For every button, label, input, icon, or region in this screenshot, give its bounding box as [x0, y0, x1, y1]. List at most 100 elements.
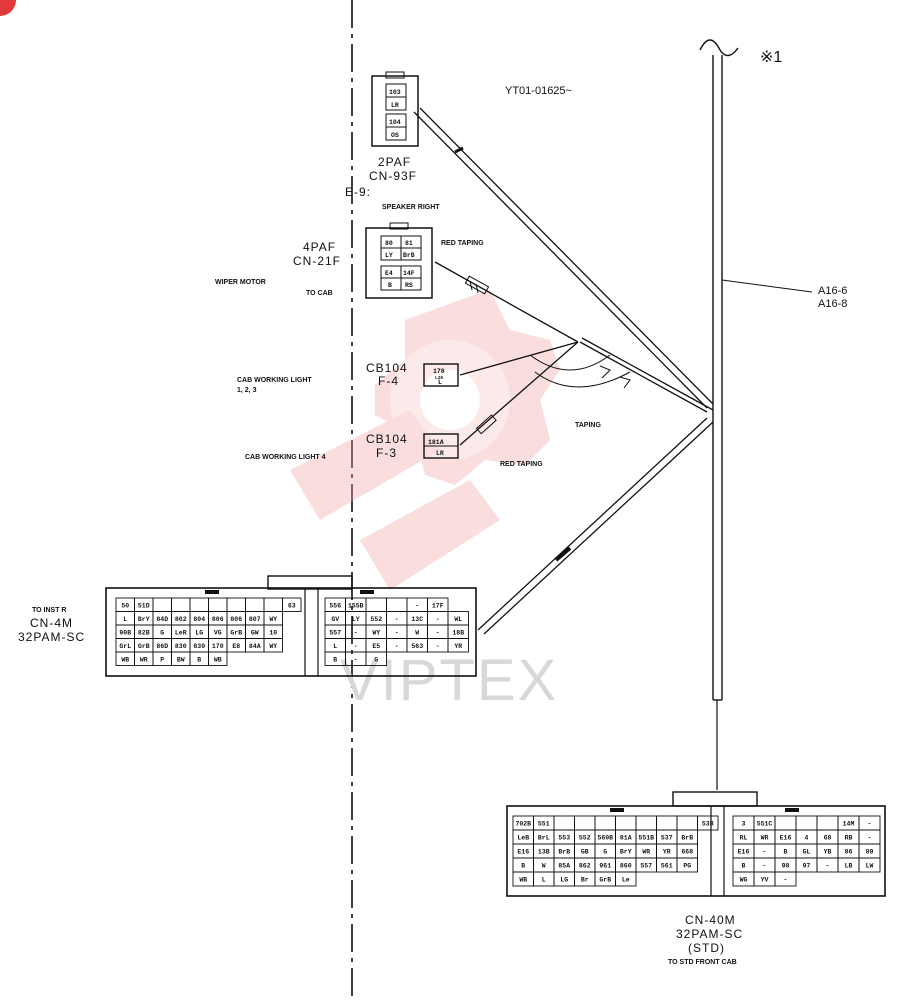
connector-cell-label: 97 [803, 863, 811, 870]
connector-cell [171, 597, 191, 612]
connector-cell-label: 63 [288, 602, 296, 609]
connector-cell-label: RB [845, 835, 853, 842]
connector-cell-label: LY [352, 616, 360, 623]
connector-cell-label: GrB [230, 629, 242, 636]
connector-cell-label: - [395, 629, 399, 636]
connector-cell-label: 702B [515, 821, 531, 828]
connector-cell [615, 871, 637, 887]
connector-cell [615, 815, 637, 831]
connector-cell-label: W [542, 863, 546, 870]
cn21f-cell: 80 [385, 240, 393, 247]
taping-arcs [529, 354, 631, 389]
connector-cell-label: WR [140, 656, 148, 663]
connector-cell-label: 84A [249, 643, 261, 650]
connector-cell-label: G [603, 849, 607, 856]
connector-cell-label: B [333, 656, 337, 663]
connector-cell [226, 597, 246, 612]
connector-cell [574, 815, 596, 831]
cb104-f4-cell: L20 [435, 375, 443, 381]
cb104-f4-name: CB104 [366, 361, 408, 375]
connector-cell-label: YB [824, 849, 832, 856]
connector-cell [152, 597, 172, 612]
connector-cell-label: YV [761, 877, 769, 884]
cb104-f4-cell: L [438, 379, 442, 386]
connector-cell-label: YR [454, 643, 462, 650]
connector-cell-label: E8 [232, 643, 240, 650]
connector-cell-label: 10 [269, 629, 277, 636]
connector-cell-label: - [784, 877, 788, 884]
connector-cell-label: - [763, 849, 767, 856]
connector-cell-label: LeR [175, 629, 187, 636]
connector-cell-label: - [868, 821, 872, 828]
cb104-f4-cell: 178 [433, 368, 445, 375]
connector-cell-label: 830 [193, 643, 205, 650]
connector-cell-label: - [868, 835, 872, 842]
connector-cell-label: GrL [119, 643, 131, 650]
connector-cell-label: 862 [579, 863, 591, 870]
note-mark: ※1 [760, 49, 782, 66]
connector-cell-label: 961 [599, 863, 611, 870]
cn40m-variant: (STD) [688, 941, 725, 955]
cb104-f4-desc2: 1, 2, 3 [237, 387, 257, 394]
connector-cell-label: 50 [121, 602, 129, 609]
connector-cell-label: WL [454, 616, 462, 623]
connector-cell-label: B [784, 849, 788, 856]
connector-cell-label: 551 [538, 821, 550, 828]
connector-cell-label: L [123, 616, 127, 623]
connector-cell-label: LB [845, 863, 853, 870]
connector-cell-label: 14M [843, 821, 855, 828]
cn40m-desc: TO STD FRONT CAB [668, 959, 737, 966]
connector-cell [594, 815, 616, 831]
connector-cell-label: 804 [193, 616, 205, 623]
connector-cell-label: B [742, 863, 746, 870]
connector-cell [263, 597, 283, 612]
connector-cell-label: W [415, 629, 419, 636]
connector-cell-label: Le [622, 877, 630, 884]
connector-cell [386, 597, 408, 612]
cn21f-cell: RS [405, 282, 413, 289]
watermark-text: VIPTEX [340, 648, 558, 713]
connector-cell-label: 552 [579, 835, 591, 842]
cn21f-name: CN-21F [293, 254, 341, 268]
connector-cell-label: 86 [845, 849, 853, 856]
connector-cell-label: 68 [824, 835, 832, 842]
cn21f-desc2: TO CAB [306, 290, 333, 297]
connector-cell-label: 82B [138, 629, 150, 636]
connector-cell [553, 815, 575, 831]
connector-cell-label: B [521, 863, 525, 870]
cn93f-type: 2PAF [378, 155, 411, 169]
connector-cell-label: BrB [558, 849, 570, 856]
connector-cell-label: WY [269, 616, 277, 623]
connector-cell-label: BrY [620, 849, 632, 856]
connector-cell-label: 802 [175, 616, 187, 623]
connector-cell [208, 597, 228, 612]
cn93f-cell: OS [391, 132, 399, 139]
connector-cell-label: E16 [517, 849, 529, 856]
connector-cell [189, 597, 209, 612]
connector-cell-label: 51D [138, 602, 150, 609]
connector-cell-label: WY [269, 643, 277, 650]
cb104-f3-fuse: F-3 [376, 446, 397, 460]
connector-cell [282, 597, 302, 612]
connector-cell [676, 857, 698, 873]
connector-cell-label: 3 [742, 821, 746, 828]
connector-cell-label: - [436, 629, 440, 636]
leader-a16 [721, 279, 813, 293]
connector-cell-label: - [395, 616, 399, 623]
connector-cell-label: 561 [661, 863, 673, 870]
cn21f-cell: LY [385, 252, 393, 259]
connector-cell-label: GB [581, 849, 589, 856]
connector-cell-label: G [160, 629, 164, 636]
connector-cell-label: GL [803, 849, 811, 856]
connector-cell-label: E5 [372, 643, 380, 650]
connector-cell-label: 17F [432, 602, 444, 609]
connector-cell-label: RL [740, 835, 748, 842]
connector-cell-label: BW [177, 656, 185, 663]
connector-cell [774, 871, 797, 887]
connector-cell-label: GrB [138, 643, 150, 650]
connector-cell-label: 563 [411, 643, 423, 650]
cn21f-cell: 14F [403, 270, 415, 277]
